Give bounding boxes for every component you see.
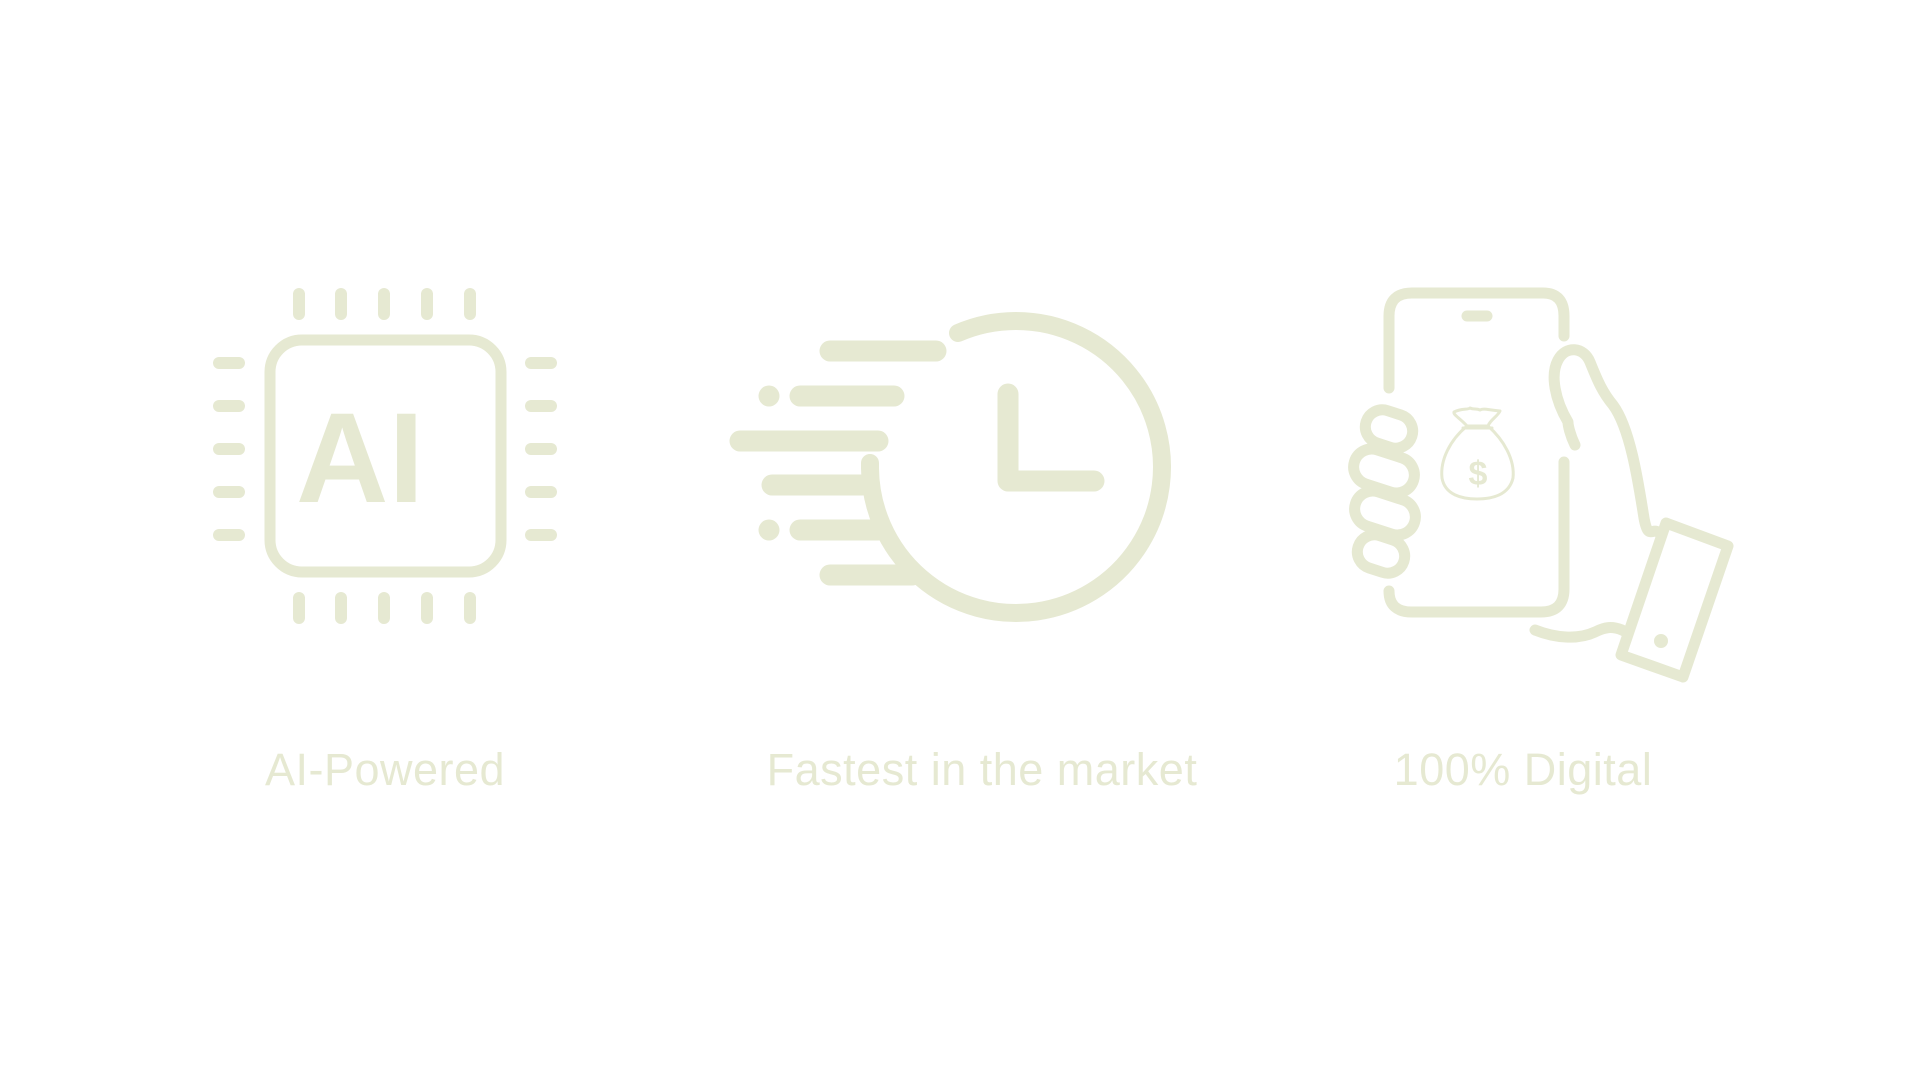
ai-chip-text: AI	[296, 387, 424, 530]
feature-label-ai-powered: AI-Powered	[264, 744, 506, 795]
fast-clock-icon	[729, 311, 1171, 622]
dollar-sign: $	[1469, 455, 1488, 493]
cuff-button-icon	[1654, 634, 1668, 648]
money-bag-icon	[1440, 406, 1515, 501]
feature-label-fastest: Fastest in the market	[766, 744, 1198, 795]
speed-lines	[729, 340, 947, 586]
ai-chip-icon	[213, 288, 557, 624]
hand-holding-phone-money-icon	[1348, 287, 1734, 683]
feature-label-digital: 100% Digital	[1393, 744, 1653, 795]
